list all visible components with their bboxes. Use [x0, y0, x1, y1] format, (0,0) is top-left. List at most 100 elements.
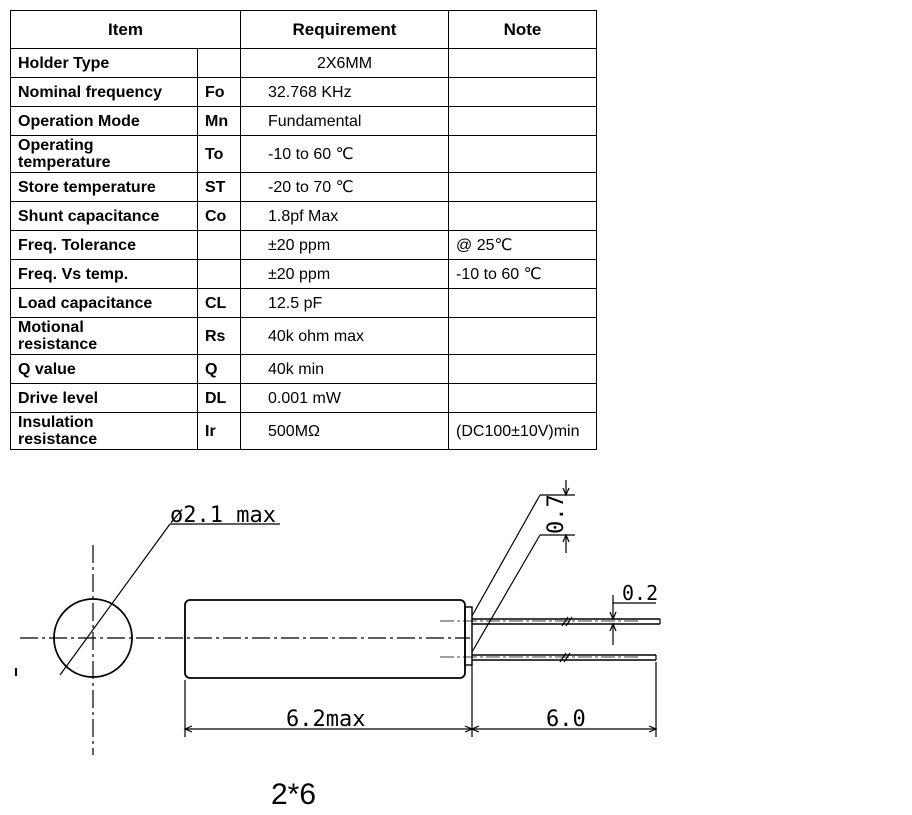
lead-diameter-arrowhead-bottom [609, 622, 617, 632]
row-item-line: resistance [18, 431, 98, 448]
row-symbol: DL [197, 383, 241, 413]
lead-diameter-dimension [609, 595, 656, 645]
row-requirement: 0.001 mW [240, 383, 449, 413]
row-symbol [197, 259, 241, 289]
row-symbol: CL [197, 288, 241, 318]
row-item: Load capacitance [10, 288, 198, 318]
row-requirement: Fundamental [240, 106, 449, 136]
lead-spacing-arrowhead-bottom [562, 533, 570, 543]
row-symbol: Fo [197, 77, 241, 107]
lead-spacing-leader-top [471, 494, 541, 617]
row-symbol: Ir [197, 412, 241, 450]
row-note [448, 201, 597, 231]
row-symbol [197, 48, 241, 78]
lead-diameter-arrowhead-top [609, 611, 617, 621]
lead-spacing-leader-bottom [471, 534, 541, 653]
row-symbol: Rs [197, 317, 241, 355]
row-symbol: Q [197, 354, 241, 384]
lead-top-break [561, 616, 573, 627]
body-seal [464, 606, 473, 666]
row-requirement: 2X6MM [240, 48, 449, 78]
spec-table: Item Requirement Note Holder Type 2X6MM … [10, 10, 597, 450]
table-row: Freq. Tolerance ±20 ppm @ 25℃ [10, 230, 597, 260]
lead-spacing-dimension [471, 480, 575, 653]
row-item-line: Insulation [18, 414, 94, 431]
lead-length-label: 6.0 [546, 707, 586, 732]
row-item: Drive level [10, 383, 198, 413]
row-requirement: -10 to 60 ℃ [240, 135, 449, 173]
row-note [448, 48, 597, 78]
lead-length-arrowhead-left [470, 725, 480, 733]
body-outline [184, 599, 466, 679]
table-row: Load capacitance CL 12.5 pF [10, 288, 597, 318]
row-item: Freq. Tolerance [10, 230, 198, 260]
table-row: Nominal frequency Fo 32.768 KHz [10, 77, 597, 107]
table-row: Drive level DL 0.001 mW [10, 383, 597, 413]
row-note: @ 25℃ [448, 230, 597, 260]
row-symbol: Co [197, 201, 241, 231]
diameter-label: ø2.1 max [170, 503, 276, 528]
table-row: Operation Mode Mn Fundamental [10, 106, 597, 136]
row-requirement: ±20 ppm [240, 230, 449, 260]
length-dimensions [183, 662, 658, 737]
row-requirement: 40k min [240, 354, 449, 384]
row-note [448, 288, 597, 318]
row-item: Q value [10, 354, 198, 384]
table-row: Shunt capacitance Co 1.8pf Max [10, 201, 597, 231]
leads [440, 616, 661, 663]
row-item: Store temperature [10, 172, 198, 202]
row-note: (DC100±10V)min [448, 412, 597, 450]
table-row: Q value Q 40k min [10, 354, 597, 384]
body-length-label: 6.2max [286, 707, 365, 732]
row-requirement: 12.5 pF [240, 288, 449, 318]
row-note [448, 135, 597, 173]
row-item: Shunt capacitance [10, 201, 198, 231]
row-requirement: ±20 ppm [240, 259, 449, 289]
row-item: Nominal frequency [10, 77, 198, 107]
row-symbol: To [197, 135, 241, 173]
part-caption: 2*6 [271, 778, 317, 811]
lead-diameter-label: 0.2 [622, 581, 658, 605]
row-requirement: -20 to 70 ℃ [240, 172, 449, 202]
row-note [448, 172, 597, 202]
lead-spacing-label: 0.7 [544, 494, 569, 534]
diameter-leader [59, 523, 171, 676]
header-requirement: Requirement [240, 10, 449, 49]
row-item-line: Operating [18, 137, 94, 154]
row-item-line: Motional [18, 319, 84, 336]
row-item-line: temperature [18, 154, 111, 171]
row-note [448, 106, 597, 136]
row-symbol [197, 230, 241, 260]
table-row: Holder Type 2X6MM [10, 48, 597, 78]
row-requirement: 1.8pf Max [240, 201, 449, 231]
crystal-body [184, 599, 473, 679]
table-row: Store temperature ST -20 to 70 ℃ [10, 172, 597, 202]
row-symbol: Mn [197, 106, 241, 136]
row-requirement: 32.768 KHz [240, 77, 449, 107]
row-note [448, 77, 597, 107]
row-item: Freq. Vs temp. [10, 259, 198, 289]
row-note [448, 317, 597, 355]
body-length-arrowhead-left [183, 725, 193, 733]
lead-length-arrowhead-right [648, 725, 658, 733]
row-note [448, 354, 597, 384]
row-item: Holder Type [10, 48, 198, 78]
table-header-row: Item Requirement Note [10, 10, 597, 49]
row-requirement: 500MΩ [240, 412, 449, 450]
header-item: Item [10, 10, 241, 49]
crystal-dimension-drawing: ø2.1 max 0.7 0.2 [15, 480, 661, 755]
table-row: Freq. Vs temp. ±20 ppm -10 to 60 ℃ [10, 259, 597, 289]
lead-bottom-break [559, 652, 571, 663]
row-note: -10 to 60 ℃ [448, 259, 597, 289]
lead-spacing-arrowhead-top [562, 487, 570, 497]
header-note: Note [448, 10, 597, 49]
row-note [448, 383, 597, 413]
row-item-line: resistance [18, 336, 98, 353]
row-requirement: 40k ohm max [240, 317, 449, 355]
